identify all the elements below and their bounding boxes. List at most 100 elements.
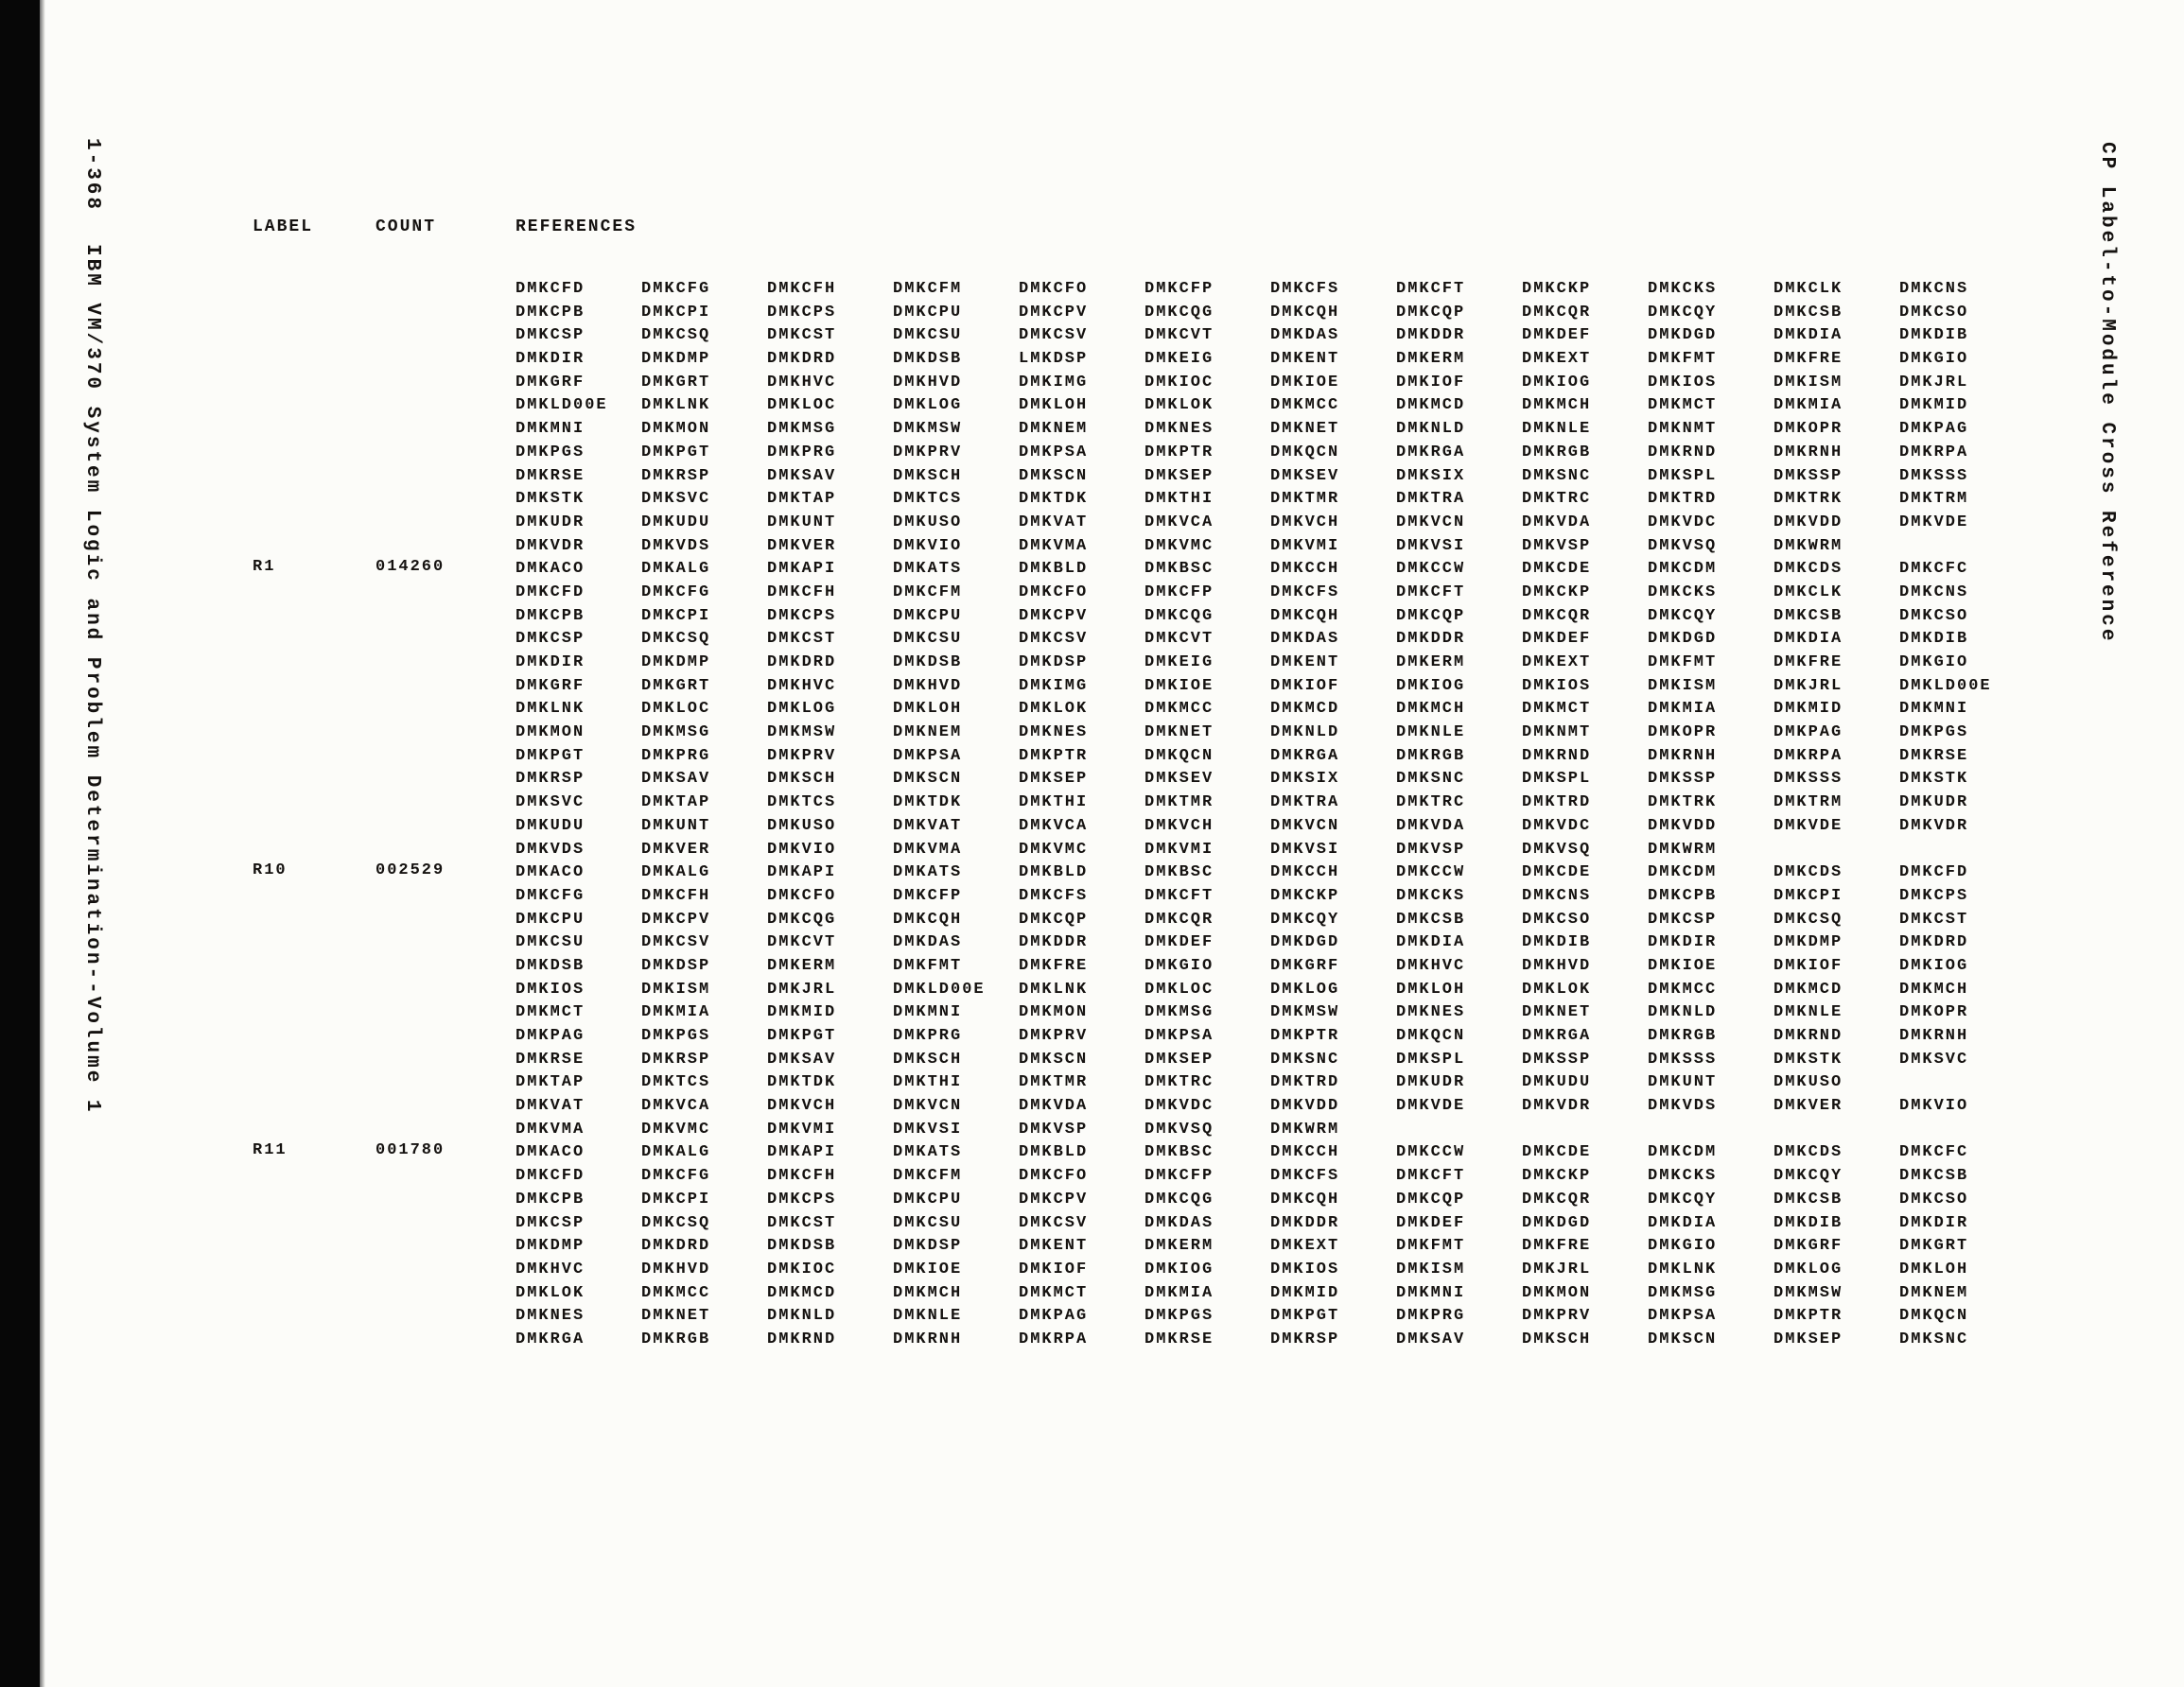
reference-cell: DMKCDM: [1648, 863, 1718, 882]
reference-cell: DMKDAS: [893, 933, 963, 952]
reference-cell: DMKCFD: [515, 280, 585, 298]
reference-cell: DMKMON: [1522, 1283, 1592, 1302]
reference-cell: DMKCPI: [641, 606, 711, 625]
reference-cell: DMKIOC: [1144, 373, 1214, 391]
reference-cell: DMKPTR: [1270, 1027, 1340, 1045]
reference-cell: DMKRPA: [1019, 1330, 1089, 1348]
reference-cell: DMKACO: [515, 560, 585, 579]
reference-cell: DMKDIB: [1522, 933, 1592, 952]
reference-cell: DMKNET: [1270, 420, 1340, 439]
reference-cell: DMKDEF: [1144, 933, 1214, 952]
reference-cell: DMKLNK: [1648, 1260, 1718, 1278]
reference-cell: DMKNLD: [1648, 1003, 1718, 1022]
reference-cell: DMKCSV: [641, 933, 711, 952]
reference-cell: DMKUNT: [767, 513, 837, 531]
reference-cell: DMKSSP: [1773, 466, 1843, 485]
reference-cell: DMKPGS: [515, 443, 585, 461]
reference-cell: DMKCNS: [1899, 583, 1969, 601]
reference-cell: DMKCFD: [1899, 863, 1969, 882]
reference-cell: DMKTMR: [1019, 1073, 1089, 1092]
reference-cell: DMKCQP: [1019, 910, 1089, 929]
reference-cell: DMKDIA: [1648, 1213, 1718, 1232]
reference-cell: DMKVIO: [893, 536, 963, 555]
reference-cell: DMKVCH: [1144, 816, 1214, 835]
reference-cell: DMKCCH: [1270, 863, 1340, 882]
reference-cell: DMKSEP: [1144, 466, 1214, 485]
reference-cell: DMKVMA: [893, 840, 963, 859]
reference-cell: DMKGRF: [1773, 1237, 1843, 1256]
reference-cell: DMKLD00E: [515, 396, 608, 415]
reference-cell: DMKCPV: [1019, 303, 1089, 322]
reference-cell: DMKPGS: [641, 1027, 711, 1045]
reference-cell: DMKDDR: [1396, 326, 1466, 345]
reference-cell: DMKCPB: [515, 1190, 585, 1209]
reference-cell: DMKSAV: [767, 1050, 837, 1069]
reference-cell: DMKDSP: [1019, 653, 1089, 671]
reference-cell: DMKSVC: [1899, 1050, 1969, 1069]
reference-cell: DMKCSQ: [641, 326, 711, 345]
reference-cell: DMKDGD: [1270, 933, 1340, 952]
reference-cell: DMKMSW: [767, 723, 837, 742]
reference-cell: DMKENT: [1270, 653, 1340, 671]
reference-cell: DMKCSU: [893, 630, 963, 649]
reference-cell: DMKSAV: [767, 466, 837, 485]
reference-cell: DMKSIX: [1396, 466, 1466, 485]
reference-cell: DMKMCH: [893, 1283, 963, 1302]
reference-cell: DMKCFD: [515, 583, 585, 601]
reference-cell: DMKCKS: [1648, 1167, 1718, 1186]
reference-cell: DMKCQR: [1522, 1190, 1592, 1209]
reference-cell: DMKDIB: [1899, 326, 1969, 345]
reference-cell: DMKHVD: [1522, 956, 1592, 975]
reference-cell: DMKVIO: [767, 840, 837, 859]
reference-cell: DMKGRT: [641, 676, 711, 695]
reference-cell: DMKRSP: [1270, 1330, 1340, 1348]
reference-cell: DMKPAG: [1899, 420, 1969, 439]
reference-cell: DMKQCN: [1396, 1027, 1466, 1045]
reference-cell: DMKDMP: [515, 1237, 585, 1256]
reference-cell: DMKCQG: [1144, 606, 1214, 625]
reference-cell: DMKVDA: [1019, 1097, 1089, 1116]
reference-cell: DMKVDR: [1522, 1097, 1592, 1116]
reference-cell: DMKEXT: [1522, 653, 1592, 671]
reference-cell: DMKCFT: [1396, 583, 1466, 601]
reference-cell: DMKPSA: [1019, 443, 1089, 461]
reference-cell: DMKDAS: [1270, 630, 1340, 649]
reference-cell: DMKSEP: [1144, 1050, 1214, 1069]
reference-cell: DMKCFO: [1019, 583, 1089, 601]
reference-cell: DMKDIA: [1773, 630, 1843, 649]
reference-cell: DMKJRL: [1773, 676, 1843, 695]
reference-cell: DMKCSP: [1648, 910, 1718, 929]
reference-cell: DMKRNH: [893, 1330, 963, 1348]
reference-cell: DMKPRG: [767, 443, 837, 461]
scan-binding-edge: [0, 0, 45, 1687]
reference-cell: DMKTMR: [1270, 490, 1340, 509]
reference-cell: DMKLOH: [893, 700, 963, 719]
reference-cell: DMKDSB: [515, 956, 585, 975]
reference-cell: DMKCFH: [767, 280, 837, 298]
reference-cell: DMKMNI: [893, 1003, 963, 1022]
reference-cell: DMKIOF: [1396, 373, 1466, 391]
reference-cell: DMKDMP: [1773, 933, 1843, 952]
reference-cell: DMKMID: [1270, 1283, 1340, 1302]
reference-cell: DMKCFG: [641, 1167, 711, 1186]
reference-cell: DMKIOE: [1144, 676, 1214, 695]
reference-cell: DMKPTR: [1773, 1307, 1843, 1326]
reference-cell: DMKGRF: [515, 373, 585, 391]
reference-cell: DMKTRC: [1522, 490, 1592, 509]
reference-cell: DMKTAP: [515, 1073, 585, 1092]
reference-cell: DMKCQY: [1773, 1167, 1843, 1186]
reference-cell: DMKEXT: [1522, 350, 1592, 369]
book-title: IBM VM/370 System Logic and Problem Dete…: [81, 244, 103, 1115]
reference-cell: DMKPAG: [1019, 1307, 1089, 1326]
reference-cell: DMKISM: [1648, 676, 1718, 695]
reference-cell: DMKCPB: [515, 303, 585, 322]
reference-cell: DMKCPS: [1899, 886, 1969, 905]
entry-label: R10: [253, 861, 288, 880]
reference-cell: DMKFRE: [1773, 653, 1843, 671]
